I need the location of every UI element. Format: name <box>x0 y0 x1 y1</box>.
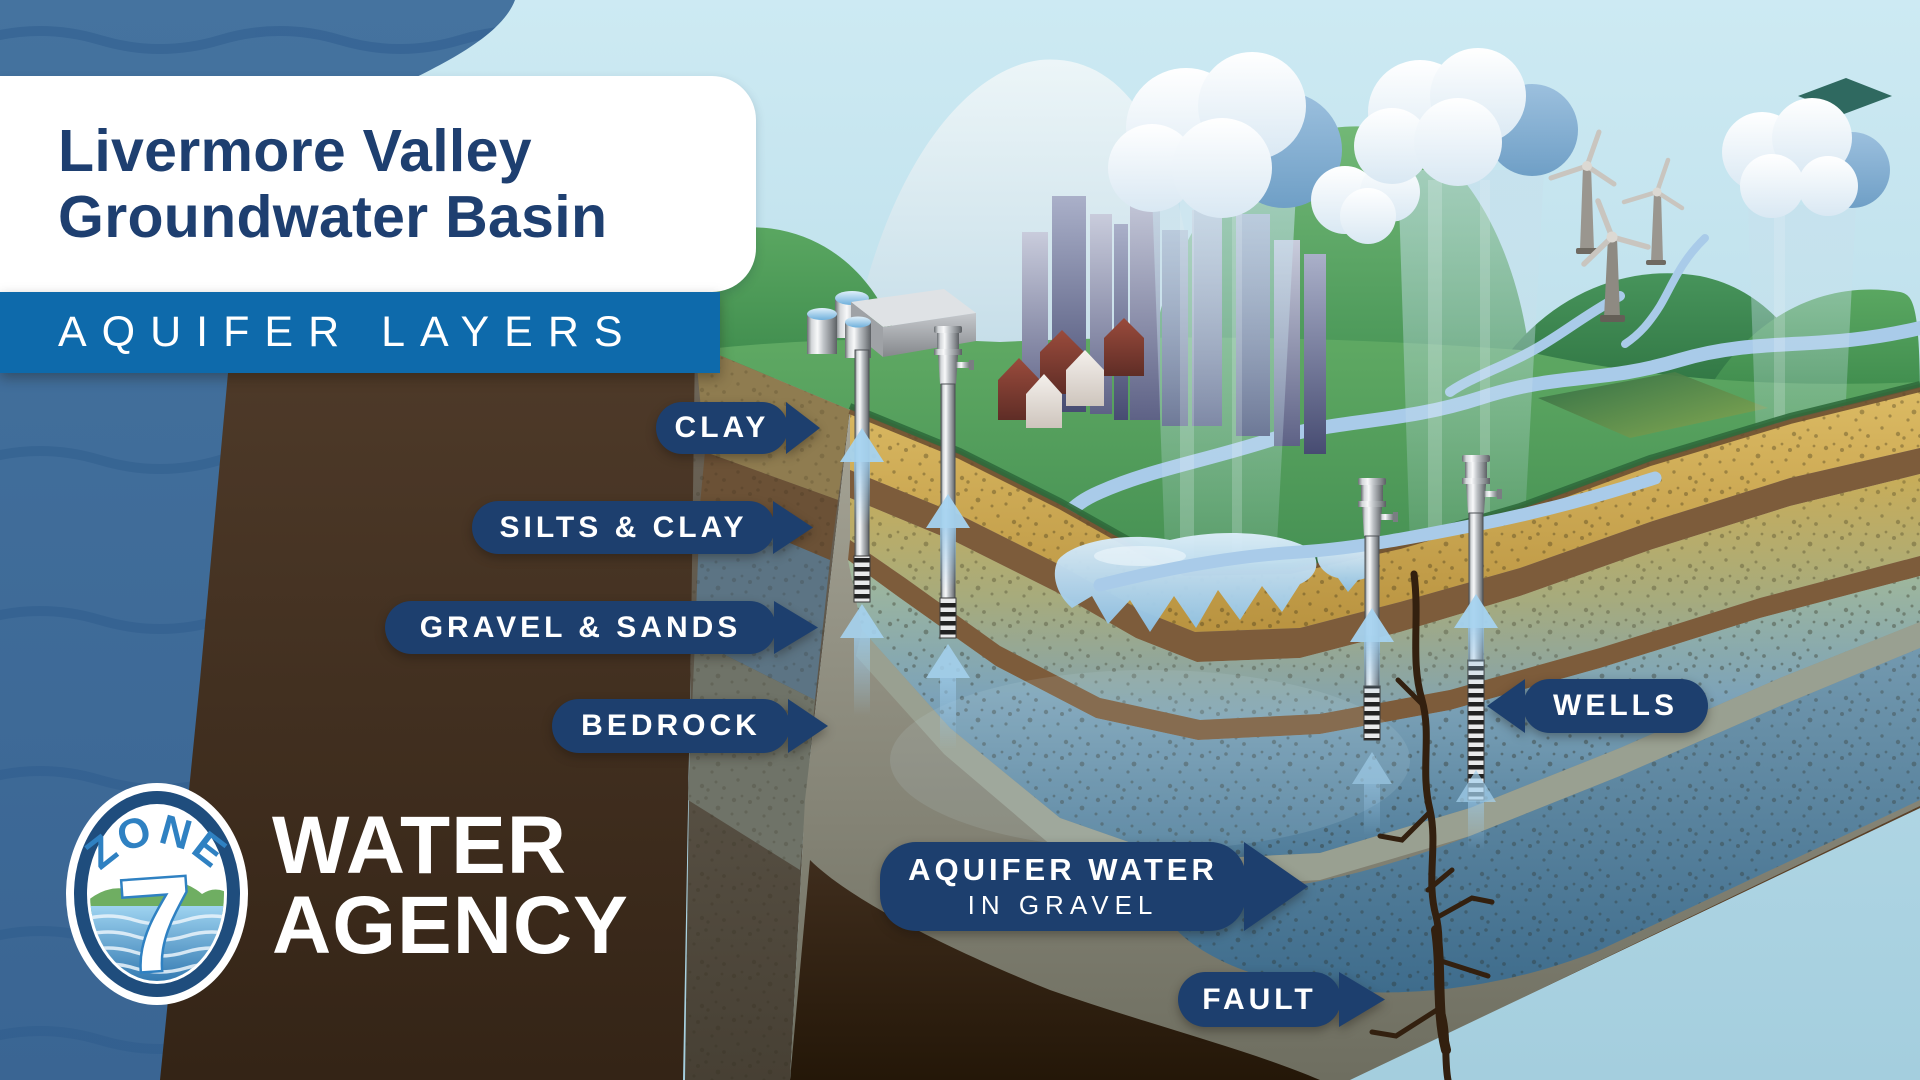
house-icon <box>1026 374 1062 428</box>
up-arrow-icon <box>1352 752 1392 836</box>
well-screen <box>853 555 871 603</box>
label-bedrock: BEDROCK <box>552 699 828 753</box>
recharge-pond <box>1317 547 1378 592</box>
page-title-line-2: Groundwater Basin <box>58 184 608 250</box>
wind-turbine-icon <box>1581 198 1651 322</box>
up-arrow-icon <box>926 644 970 750</box>
rain-column <box>1398 170 1544 612</box>
fault-crack <box>1369 570 1495 1080</box>
water-facility <box>807 289 976 358</box>
label-clay: CLAY <box>656 402 820 454</box>
wind-turbine-icon <box>1621 157 1685 265</box>
label-gravel-sands: GRAVEL & SANDS <box>385 601 818 654</box>
label-bedrock-text: BEDROCK <box>581 709 761 742</box>
up-arrow-icon <box>1456 770 1496 850</box>
label-silts-clay-text: SILTS & CLAY <box>499 510 748 544</box>
label-aquifer-water-subtext: IN GRAVEL <box>967 889 1159 920</box>
wind-turbines <box>1548 129 1685 322</box>
crop-field <box>1538 372 1768 438</box>
wind-turbine-icon <box>1548 129 1617 254</box>
logo-seven-text: 7 <box>115 849 198 1001</box>
house-icon <box>1066 350 1104 406</box>
up-arrow-icon <box>840 428 884 526</box>
rain-cloud-icon <box>1354 48 1578 186</box>
well-screen <box>939 597 957 639</box>
up-arrow-icon <box>840 604 884 716</box>
well-pipe <box>1350 478 1398 836</box>
page-title-line-1: Livermore Valley <box>58 118 532 184</box>
well-pipe <box>926 326 974 750</box>
recharge-ponds <box>1054 471 1662 632</box>
water-tank-icon <box>807 314 837 354</box>
up-arrow-icon <box>1350 608 1394 700</box>
rain-cloud-icon <box>1722 98 1890 218</box>
wellhead-icon <box>1462 455 1502 513</box>
wellhead-icon <box>934 326 974 384</box>
house-icon <box>1104 318 1144 376</box>
bedrock-layer <box>790 860 1320 1080</box>
houses <box>998 318 1144 428</box>
label-aquifer-water-text: AQUIFER WATER <box>908 851 1218 887</box>
gray-band <box>856 622 1920 888</box>
agency-wordmark: WATER AGENCY <box>272 800 629 971</box>
label-silts-clay: SILTS & CLAY <box>472 501 813 554</box>
wells <box>840 326 1502 850</box>
up-arrow-icon <box>1454 594 1498 688</box>
zone7-logo: ZONE 7 <box>66 783 248 1005</box>
agency-line-2: AGENCY <box>272 880 629 971</box>
label-gravel-sands-text: GRAVEL & SANDS <box>419 610 742 644</box>
label-clay-text: CLAY <box>674 411 770 444</box>
agency-line-1: WATER <box>272 800 568 891</box>
title-card: Livermore Valley Groundwater Basin <box>0 76 756 292</box>
rain-cloud-icon <box>1108 52 1420 244</box>
up-arrow-icon <box>926 494 970 590</box>
label-fault: FAULT <box>1178 972 1385 1027</box>
subtitle-text: AQUIFER LAYERS <box>58 308 638 356</box>
label-aquifer-water: AQUIFER WATER IN GRAVEL <box>880 842 1308 931</box>
rain-column <box>1152 192 1296 636</box>
label-fault-text: FAULT <box>1202 982 1317 1016</box>
label-wells-text: WELLS <box>1553 689 1678 722</box>
rain-clouds <box>1108 48 1890 244</box>
label-wells: WELLS <box>1487 679 1708 733</box>
well-pipe <box>1454 455 1502 850</box>
subtitle-banner: AQUIFER LAYERS <box>0 292 720 373</box>
facility-roof <box>851 289 976 327</box>
stream <box>1093 471 1662 592</box>
stream <box>1621 234 1709 348</box>
well-pipe <box>840 349 884 716</box>
wellhead-icon <box>1358 478 1398 536</box>
facility-front <box>883 313 976 357</box>
